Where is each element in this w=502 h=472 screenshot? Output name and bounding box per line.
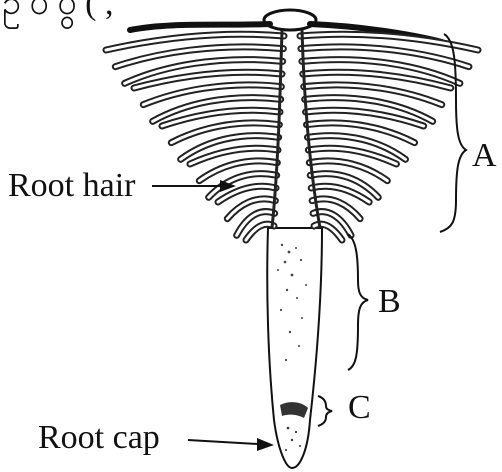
label-c: C	[348, 389, 371, 426]
root-hair-arrow	[152, 180, 236, 192]
root-body	[267, 228, 322, 468]
label-b: B	[378, 283, 401, 320]
label-root-hair: Root hair	[8, 167, 136, 204]
label-root-cap: Root cap	[38, 419, 160, 456]
bracket-b	[348, 234, 368, 370]
root-cap-arrow	[188, 438, 274, 451]
label-a: A	[472, 137, 497, 174]
bracket-c	[318, 396, 332, 426]
top-text-fragment: ဥ ပ ပွ ( ,	[2, 0, 113, 29]
root-hairs	[106, 10, 478, 240]
